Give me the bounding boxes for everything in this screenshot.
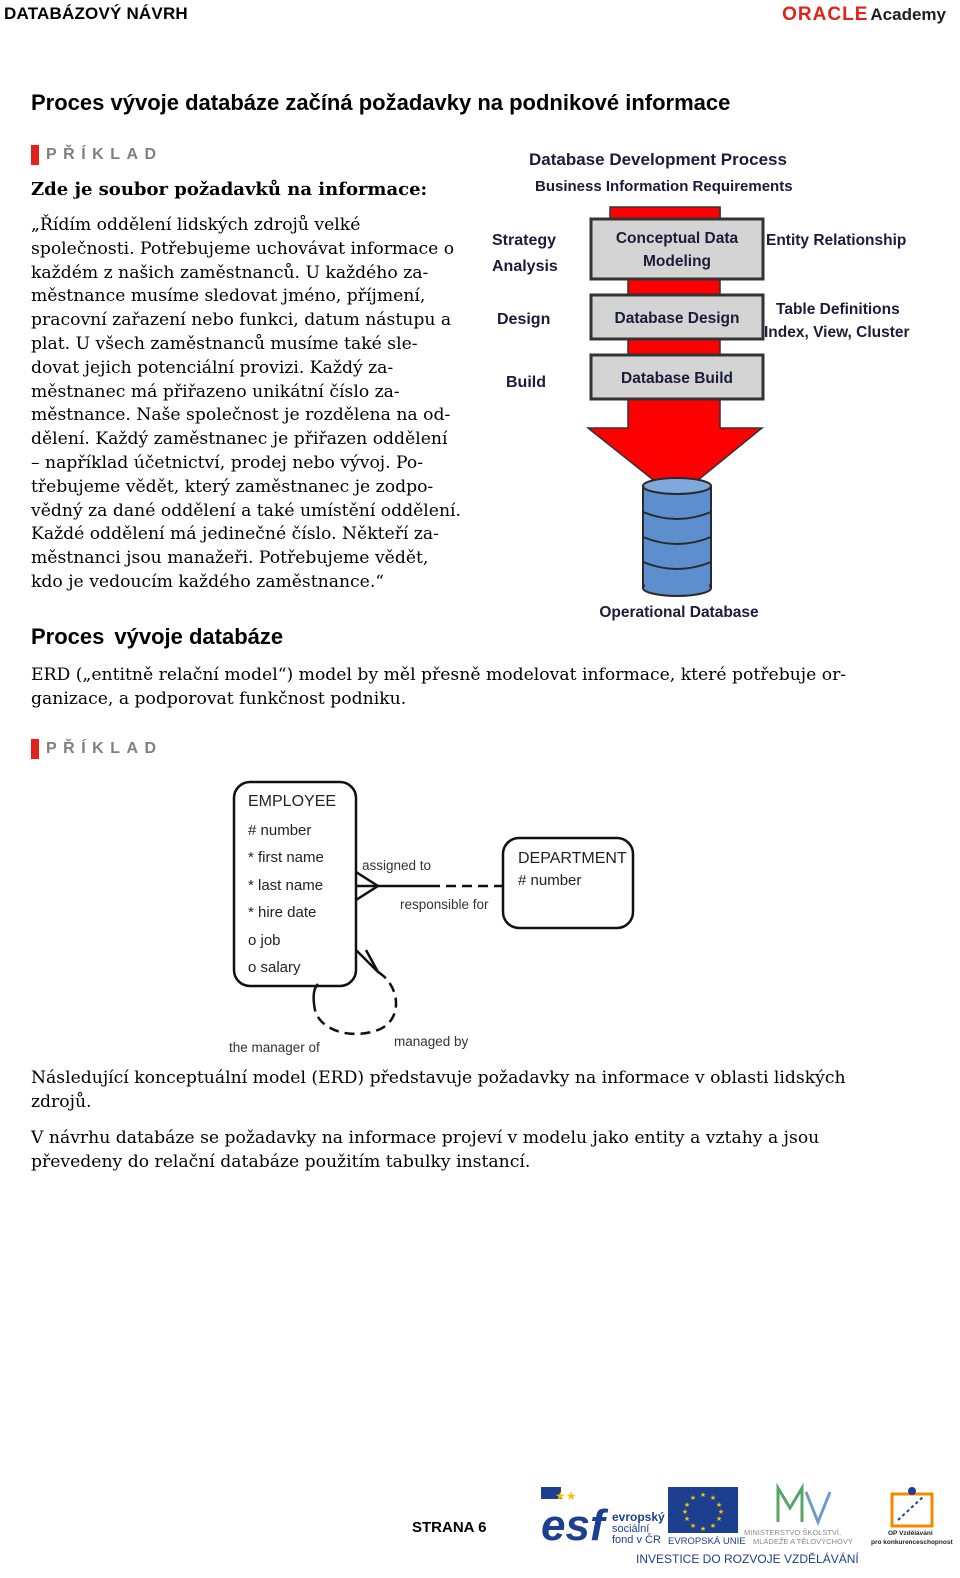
box-conceptual-modeling [589, 217, 765, 281]
msmt-logo: MINISTERSTVO ŠKOLSTVÍ, MLÁDEŽE A TĚLOVÝC… [744, 1482, 853, 1546]
svg-text:★: ★ [690, 1494, 696, 1502]
svg-text:evropský: evropský [612, 1510, 665, 1524]
svg-text:★: ★ [710, 1494, 716, 1502]
page-title: Proces vývoje databáze začíná požadavky … [31, 90, 731, 115]
erd-diagram: EMPLOYEE # number * first name * last na… [229, 780, 635, 1055]
svg-text:★: ★ [700, 1525, 706, 1533]
svg-text:★: ★ [690, 1522, 696, 1530]
investment-slogan: INVESTICE DO ROZVOJE VZDĚLÁVÁNÍ [636, 1552, 859, 1566]
svg-text:★: ★ [682, 1508, 688, 1516]
phase-strategy: Strategy [492, 232, 556, 249]
esf-logo: esf ★★ evropský sociální fond v ČR [541, 1487, 665, 1550]
employee-attribute: * hire date [248, 904, 316, 921]
svg-text:★: ★ [710, 1522, 716, 1530]
relationship-label: the manager of [229, 1040, 320, 1055]
department-entity [501, 836, 635, 930]
svg-text:MLÁDEŽE A TĚLOVÝCHOVY: MLÁDEŽE A TĚLOVÝCHOVY [753, 1537, 853, 1546]
phase-build: Build [506, 374, 546, 391]
database-cylinder-icon [642, 477, 712, 597]
svg-text:★: ★ [700, 1491, 706, 1499]
process-subtitle: Business Information Requirements [535, 178, 793, 195]
process-title: Database Development Process [529, 150, 787, 169]
example-label: PŘÍKLAD [31, 145, 163, 165]
operational-database-label: Operational Database [599, 604, 759, 621]
svg-text:★: ★ [718, 1508, 724, 1516]
svg-text:★: ★ [684, 1501, 690, 1509]
svg-text:fond v ČR: fond v ČR [612, 1533, 661, 1546]
conversion-paragraph: V návrhu databáze se požadavky na inform… [31, 1128, 820, 1172]
box-label-modeling: Modeling [643, 253, 711, 270]
svg-text:OP Vzdělávání: OP Vzdělávání [888, 1530, 933, 1537]
svg-text:★: ★ [716, 1515, 722, 1523]
output-entity-relationship: Entity Relationship [766, 232, 906, 249]
page-number: STRANA 6 [412, 1519, 487, 1536]
box-database-design [589, 293, 765, 341]
svg-text:★: ★ [684, 1515, 690, 1523]
employee-attribute: # number [248, 822, 311, 839]
requirements-heading: Zde je soubor požadavků na informace: [31, 179, 428, 200]
svg-text:★★: ★★ [555, 1489, 577, 1503]
relationship-manager [312, 949, 398, 1036]
box-label-conceptual: Conceptual Data [616, 230, 739, 247]
output-index-view-cluster: Index, View, Cluster [764, 324, 910, 341]
employee-entity [232, 780, 358, 988]
academy-logo-text: Academy [870, 5, 946, 24]
relationship-label: assigned to [362, 858, 431, 873]
example-label-2: PŘÍKLAD [31, 739, 163, 759]
svg-text:EVROPSKÁ UNIE: EVROPSKÁ UNIE [668, 1536, 746, 1547]
box-label-build: Database Build [621, 370, 733, 387]
employee-attribute: * last name [248, 877, 323, 894]
oracle-logo-text: ORACLE [782, 4, 869, 25]
relationship-label: responsible for [400, 897, 489, 912]
svg-text:★: ★ [716, 1501, 722, 1509]
svg-text:pro konkurenceschopnost: pro konkurenceschopnost [871, 1539, 953, 1546]
box-database-build [589, 353, 765, 401]
erd-description: ERD („entitně relační model“) model by m… [31, 665, 847, 709]
phase-design: Design [497, 311, 550, 328]
phase-analysis: Analysis [492, 258, 558, 275]
example-marker [31, 739, 39, 759]
output-table-definitions: Table Definitions [776, 301, 900, 318]
erd-paragraph: Následující konceptuální model (ERD) pře… [31, 1068, 846, 1112]
employee-attribute: o salary [248, 959, 301, 976]
employee-attribute: * first name [248, 849, 324, 866]
department-entity-name: DEPARTMENT [518, 850, 627, 867]
employee-entity-name: EMPLOYEE [248, 793, 336, 810]
op-vzdelavani-logo: OP Vzdělávání pro konkurenceschopnost [871, 1487, 953, 1546]
svg-text:sociální: sociální [612, 1523, 649, 1535]
course-title: DATABÁZOVÝ NÁVRH [4, 4, 188, 23]
svg-text:esf: esf [541, 1501, 609, 1550]
employee-attribute: o job [248, 932, 281, 949]
development-process-diagram: Database Development Process Business In… [492, 150, 910, 621]
requirements-quote: „Řídím oddělení lidských zdrojů velké sp… [31, 215, 461, 592]
eu-flag-icon: ★ ★ ★ ★ ★ ★ ★ ★ ★ ★ ★ ★ EVROPSKÁ UNIE [668, 1487, 746, 1547]
example-marker [31, 145, 39, 165]
department-attribute: # number [518, 872, 581, 889]
relationship-assigned-to [355, 870, 503, 902]
svg-text:MINISTERSTVO ŠKOLSTVÍ,: MINISTERSTVO ŠKOLSTVÍ, [744, 1528, 841, 1537]
box-label-design: Database Design [615, 310, 740, 327]
relationship-label: managed by [394, 1034, 469, 1049]
